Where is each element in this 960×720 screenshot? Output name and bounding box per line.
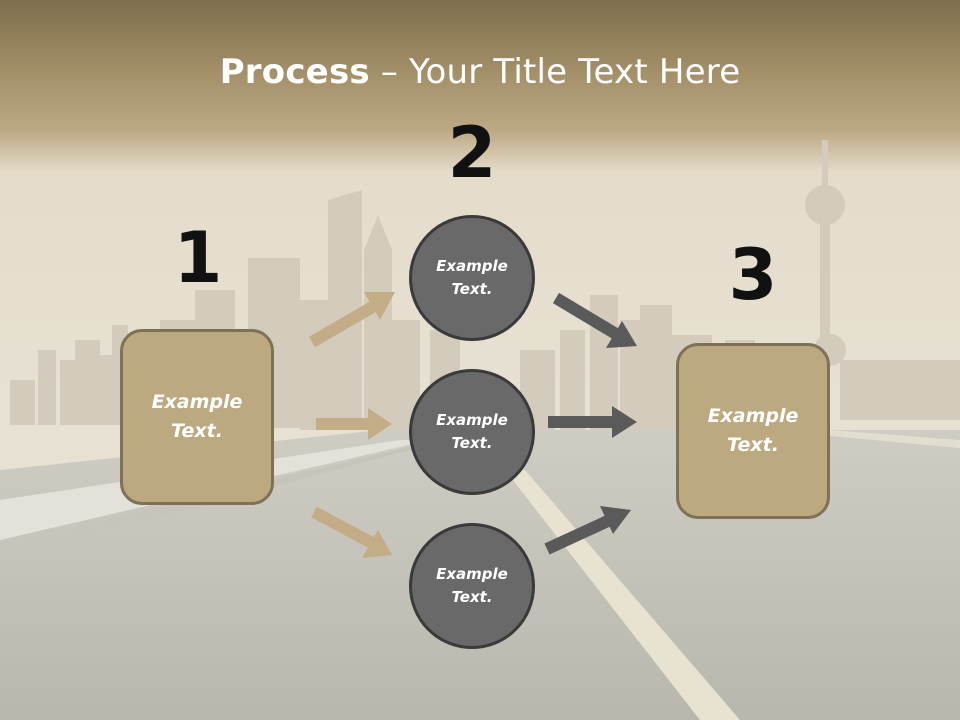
title-bold: Process (219, 52, 370, 92)
circle-bottom-text: Example Text. (436, 565, 508, 606)
right-step-box[interactable]: Example Text. (676, 343, 830, 519)
circle-bottom[interactable]: Example Text. (409, 523, 535, 649)
arrow-from-top-circle (552, 292, 637, 348)
step-number-2: 2 (447, 112, 497, 194)
arrow-from-middle-circle (548, 406, 637, 438)
arrow-to-middle-circle (316, 408, 392, 440)
arrow-to-top-circle (308, 292, 395, 348)
circle-top-text: Example Text. (436, 257, 508, 298)
circle-top[interactable]: Example Text. (409, 215, 535, 341)
slide-title: Process – Your Title Text Here (0, 52, 960, 92)
arrow-to-bottom-circle (311, 506, 392, 558)
title-rest: – Your Title Text Here (369, 52, 741, 92)
step-number-1: 1 (173, 217, 223, 299)
circle-middle-text: Example Text. (436, 411, 508, 452)
right-box-text: Example Text. (707, 405, 799, 456)
left-step-box[interactable]: Example Text. (120, 329, 274, 505)
step-number-3: 3 (728, 234, 778, 316)
arrow-from-bottom-circle (544, 506, 631, 555)
circle-middle[interactable]: Example Text. (409, 369, 535, 495)
left-box-text: Example Text. (151, 391, 243, 442)
